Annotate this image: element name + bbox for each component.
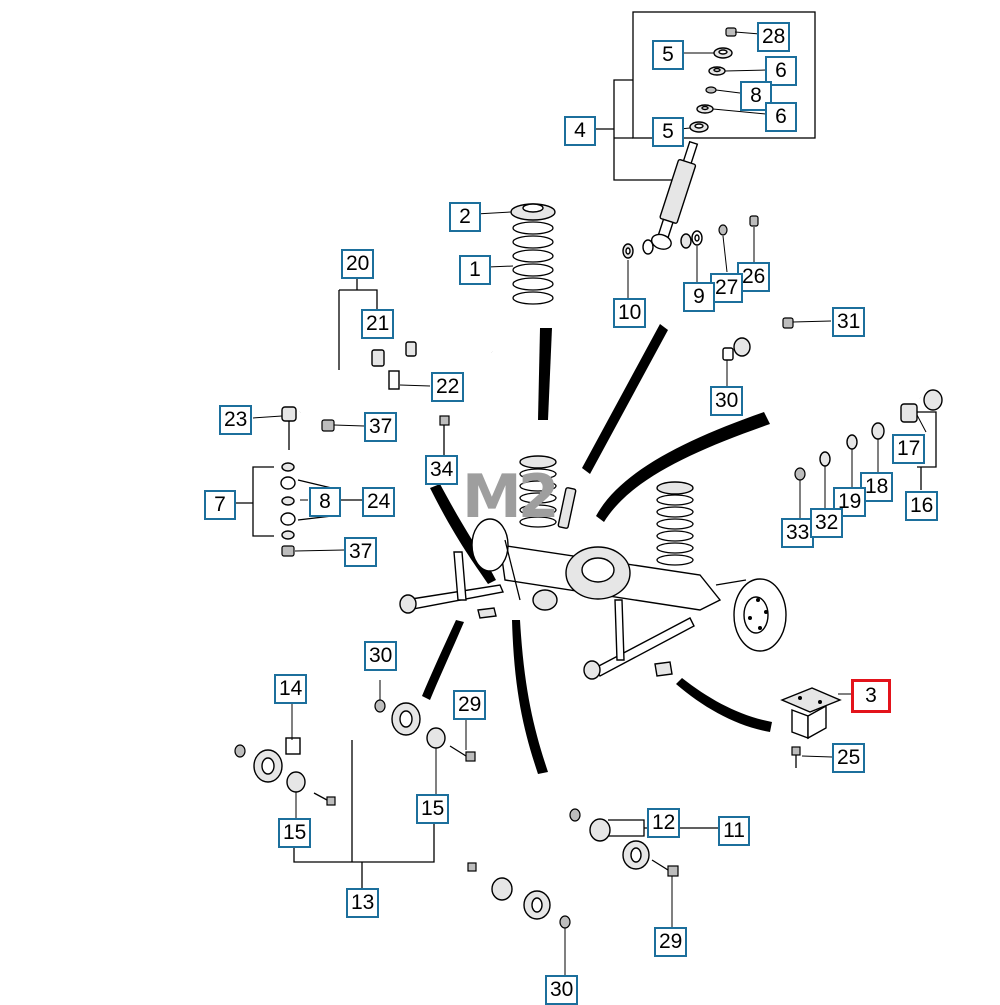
axle-coil-spring-left [519,455,557,528]
lateral-rod-end-a [733,337,751,357]
arm-bushing-right [391,702,421,736]
callout-12[interactable]: 12 [647,808,681,838]
shock-washer-9a [642,239,654,255]
arm-bolt-29a [449,745,476,762]
callout-32[interactable]: 32 [810,508,844,538]
shock-nut-26 [749,215,759,227]
lower-arm-bushing-b [491,877,513,901]
coil-spring-1 [512,221,554,305]
callout-34[interactable]: 34 [425,455,459,485]
arm-bolt-small [313,792,336,806]
stabilizer-bushing-21 [371,349,385,367]
callout-15[interactable]: 15 [278,818,312,848]
bolt-25 [791,746,801,768]
callout-37[interactable]: 37 [344,537,378,567]
callout-23[interactable]: 23 [219,405,253,435]
callout-22[interactable]: 22 [431,372,465,402]
callout-8[interactable]: 8 [740,81,772,111]
arm-bushing-15b [426,727,446,749]
callout-10[interactable]: 10 [613,298,647,328]
lower-arm-bushing-right [622,840,650,870]
bushing-18 [871,422,885,440]
stabilizer-link-23 [281,406,297,450]
lower-arm-nut [569,808,581,822]
callout-15[interactable]: 15 [416,794,450,824]
arm-bushing-15a [286,771,306,793]
callout-20[interactable]: 20 [341,249,375,279]
shock-washer-9c [691,230,703,246]
lower-arm-nut-30c [559,915,571,929]
callout-25[interactable]: 25 [832,743,866,773]
shock-washer-9b [680,233,692,249]
callout-14[interactable]: 14 [274,674,308,704]
callout-30[interactable]: 30 [545,975,579,1005]
callout-7[interactable]: 7 [204,490,236,520]
shock-absorber-4 [650,140,699,250]
lower-arm-bolt-small [467,862,477,872]
callout-27[interactable]: 27 [710,273,744,303]
lower-arm-bushing-left [523,890,551,920]
kit-washer-5b [689,121,709,133]
shock-bushing-10 [622,243,634,259]
kit-washer-6b [696,104,714,114]
callout-30[interactable]: 30 [364,641,398,671]
watermark-logo: M2 [462,462,559,532]
mounting-bracket-3 [780,687,842,740]
callout-5[interactable]: 5 [652,40,684,70]
callout-1[interactable]: 1 [459,255,491,285]
shock-kit-frame [632,11,816,139]
nut-33 [794,467,806,481]
callout-28[interactable]: 28 [757,22,791,52]
callout-29[interactable]: 29 [654,927,688,957]
kit-nut-8a [705,86,717,94]
callout-6[interactable]: 6 [765,102,797,132]
callout-11[interactable]: 11 [718,816,750,846]
rear-axle-assembly [399,455,787,680]
callout-21[interactable]: 21 [361,309,395,339]
stabilizer-bracket-22 [388,370,400,390]
callout-8[interactable]: 8 [309,487,341,517]
brake-drum-right [715,578,787,652]
kit-nut-28 [725,27,737,37]
callout-9[interactable]: 9 [683,282,715,312]
axle-coil-spring-right [656,481,694,566]
callout-5[interactable]: 5 [652,117,684,147]
callout-3-highlighted[interactable]: 3 [851,679,891,713]
callout-37[interactable]: 37 [364,412,398,442]
washer-19 [846,434,858,450]
callout-2[interactable]: 2 [449,202,481,232]
callout-31[interactable]: 31 [832,307,866,337]
lateral-rod-end-b [923,389,943,411]
arm-nut-30b [374,699,386,713]
bolt-34 [439,415,450,458]
arm-bushing-left [253,749,283,783]
arm-nut-small [234,744,246,758]
arm-clip-14 [285,737,301,755]
callout-19[interactable]: 19 [833,487,867,517]
callout-29[interactable]: 29 [453,690,487,720]
spring-seat-2 [510,203,556,221]
kit-washer-5a [713,47,733,59]
link-bushing-stack-7 [280,462,296,557]
callout-13[interactable]: 13 [346,888,380,918]
washer-32 [819,451,831,467]
callout-4[interactable]: 4 [564,116,596,146]
lower-arm-bushing-12 [589,818,611,842]
nut-37a [321,419,335,432]
callout-17[interactable]: 17 [892,434,926,464]
callout-24[interactable]: 24 [362,487,396,517]
lower-arm-bolt-29b [651,859,679,877]
kit-washer-6a [708,66,726,76]
callout-30[interactable]: 30 [710,386,744,416]
callout-16[interactable]: 16 [905,491,939,521]
bushing-17 [900,403,918,423]
shock-nut-27 [718,224,728,236]
